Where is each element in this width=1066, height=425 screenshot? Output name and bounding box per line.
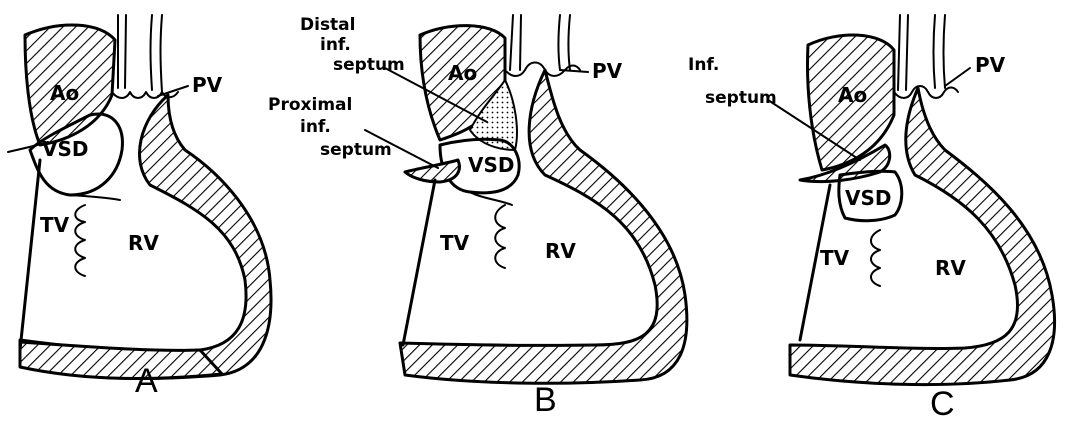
label-rv: RV (935, 256, 966, 280)
rv-floor (20, 342, 222, 378)
label-ao: Ao (448, 61, 477, 85)
rv-cavity-edge (70, 195, 120, 200)
annotation-proximal-line3: septum (320, 140, 392, 160)
label-ao: Ao (50, 81, 79, 105)
great-vessels (510, 15, 570, 70)
label-vsd: VSD (42, 137, 88, 161)
label-vsd: VSD (845, 186, 891, 210)
label-ao: Ao (838, 83, 867, 107)
pv-pointer (945, 68, 970, 86)
label-pv: PV (592, 59, 623, 83)
label-tv: TV (820, 246, 850, 270)
annotation-distal-line1: Distal (300, 15, 355, 35)
rv-cavity-edge (470, 192, 512, 205)
proximal-inf-septum-shape (405, 160, 459, 182)
label-rv: RV (545, 239, 576, 263)
annotation-distal-line2: inf. (320, 35, 351, 55)
great-vessels (118, 15, 162, 92)
great-vessels (898, 15, 945, 90)
panel-letter-a: A (135, 362, 158, 400)
label-tv: TV (440, 231, 470, 255)
tricuspid-chordae (495, 205, 505, 268)
panel-c: Ao PV VSD TV RV Inf. septum C (688, 15, 1055, 423)
tricuspid-valve (20, 160, 40, 350)
panel-b: Ao PV VSD TV RV Distal inf. septum Proxi… (268, 15, 687, 419)
pulmonary-valve (894, 86, 958, 98)
panel-letter-b: B (534, 381, 557, 419)
annotation-proximal-line2: inf. (300, 117, 331, 137)
label-vsd: VSD (468, 153, 514, 177)
panel-letter-c: C (930, 385, 955, 423)
annotation-inf-line2: septum (705, 88, 777, 108)
annotation-inf-line1: Inf. (688, 55, 719, 75)
panel-a: Ao PV VSD TV RV A (8, 15, 271, 400)
label-pv: PV (975, 53, 1006, 77)
tricuspid-chordae (75, 205, 85, 276)
label-rv: RV (128, 231, 159, 255)
annotation-proximal-line1: Proximal (268, 95, 352, 115)
tricuspid-valve (403, 180, 435, 345)
label-pv: PV (192, 73, 223, 97)
label-tv: TV (40, 213, 70, 237)
tricuspid-chordae (871, 230, 880, 286)
